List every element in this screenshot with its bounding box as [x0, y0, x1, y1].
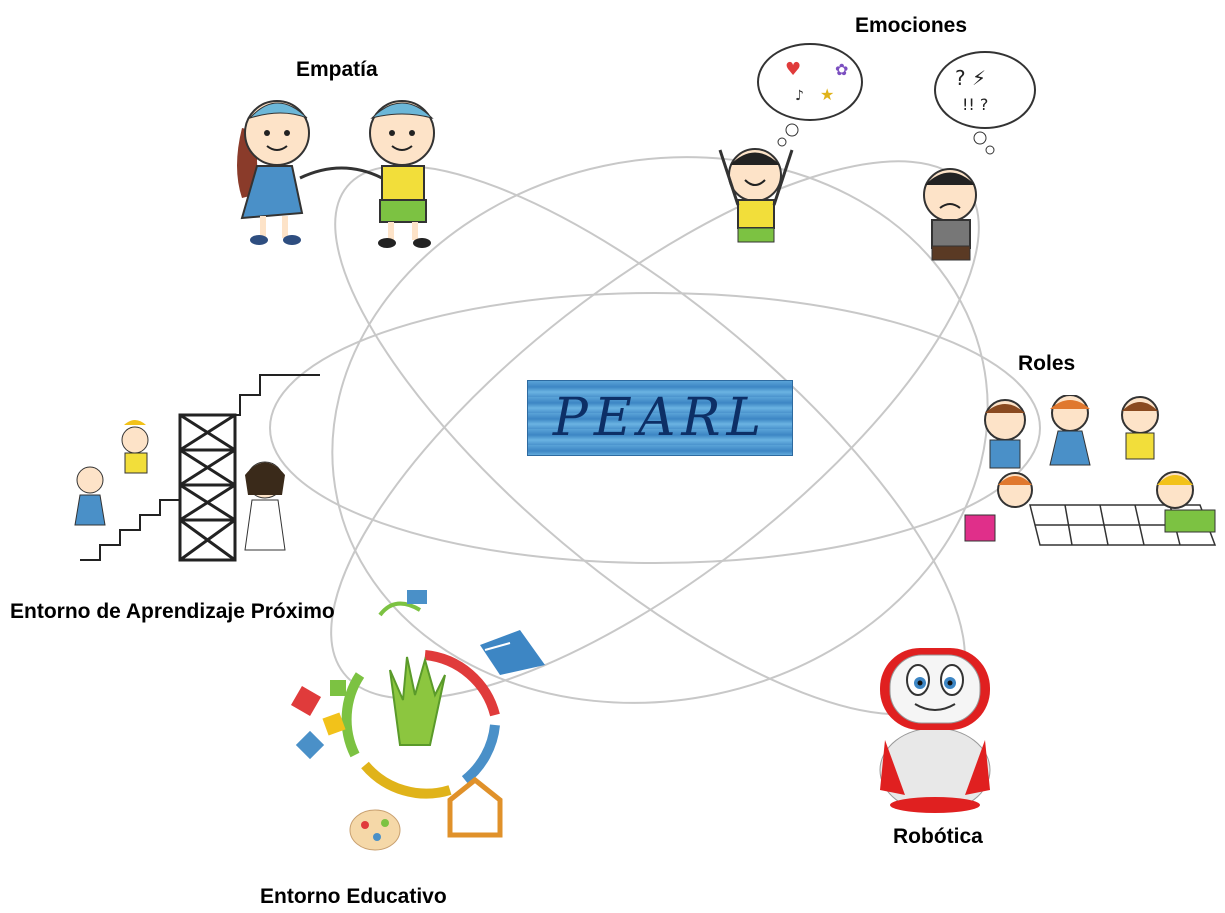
svg-text:!! ?: !! ? [962, 95, 988, 114]
orbit-horizontal [269, 292, 1041, 564]
svg-text:✿: ✿ [835, 60, 848, 79]
pearl-logo: PEARL [527, 380, 793, 456]
entorno-educativo-illustration [290, 590, 545, 851]
entorno-aprendizaje-illustration [74, 374, 320, 562]
empatia-illustration [237, 100, 435, 248]
svg-text:♪: ♪ [795, 88, 804, 104]
pearl-title: PEARL [552, 388, 768, 448]
roles-illustration [964, 395, 1217, 546]
robotica-illustration [879, 648, 991, 813]
orbit-vertical [331, 156, 989, 704]
node-label-entorno-aprendizaje: Entorno de Aprendizaje Próximo [10, 600, 335, 623]
svg-text:♥: ♥ [785, 59, 801, 80]
node-label-emociones: Emociones [855, 14, 968, 37]
node-label-roles: Roles [1018, 352, 1076, 375]
node-label-robotica: Robótica [893, 825, 983, 848]
emociones-illustration: ♥ ★ ✿ ♪ ? ⚡ !! ? [718, 43, 1036, 261]
svg-text:? ⚡: ? ⚡ [955, 66, 986, 90]
node-label-entorno-educativo: Entorno Educativo [260, 885, 447, 908]
svg-text:★: ★ [820, 85, 834, 104]
node-label-empatia: Empatía [296, 58, 378, 81]
